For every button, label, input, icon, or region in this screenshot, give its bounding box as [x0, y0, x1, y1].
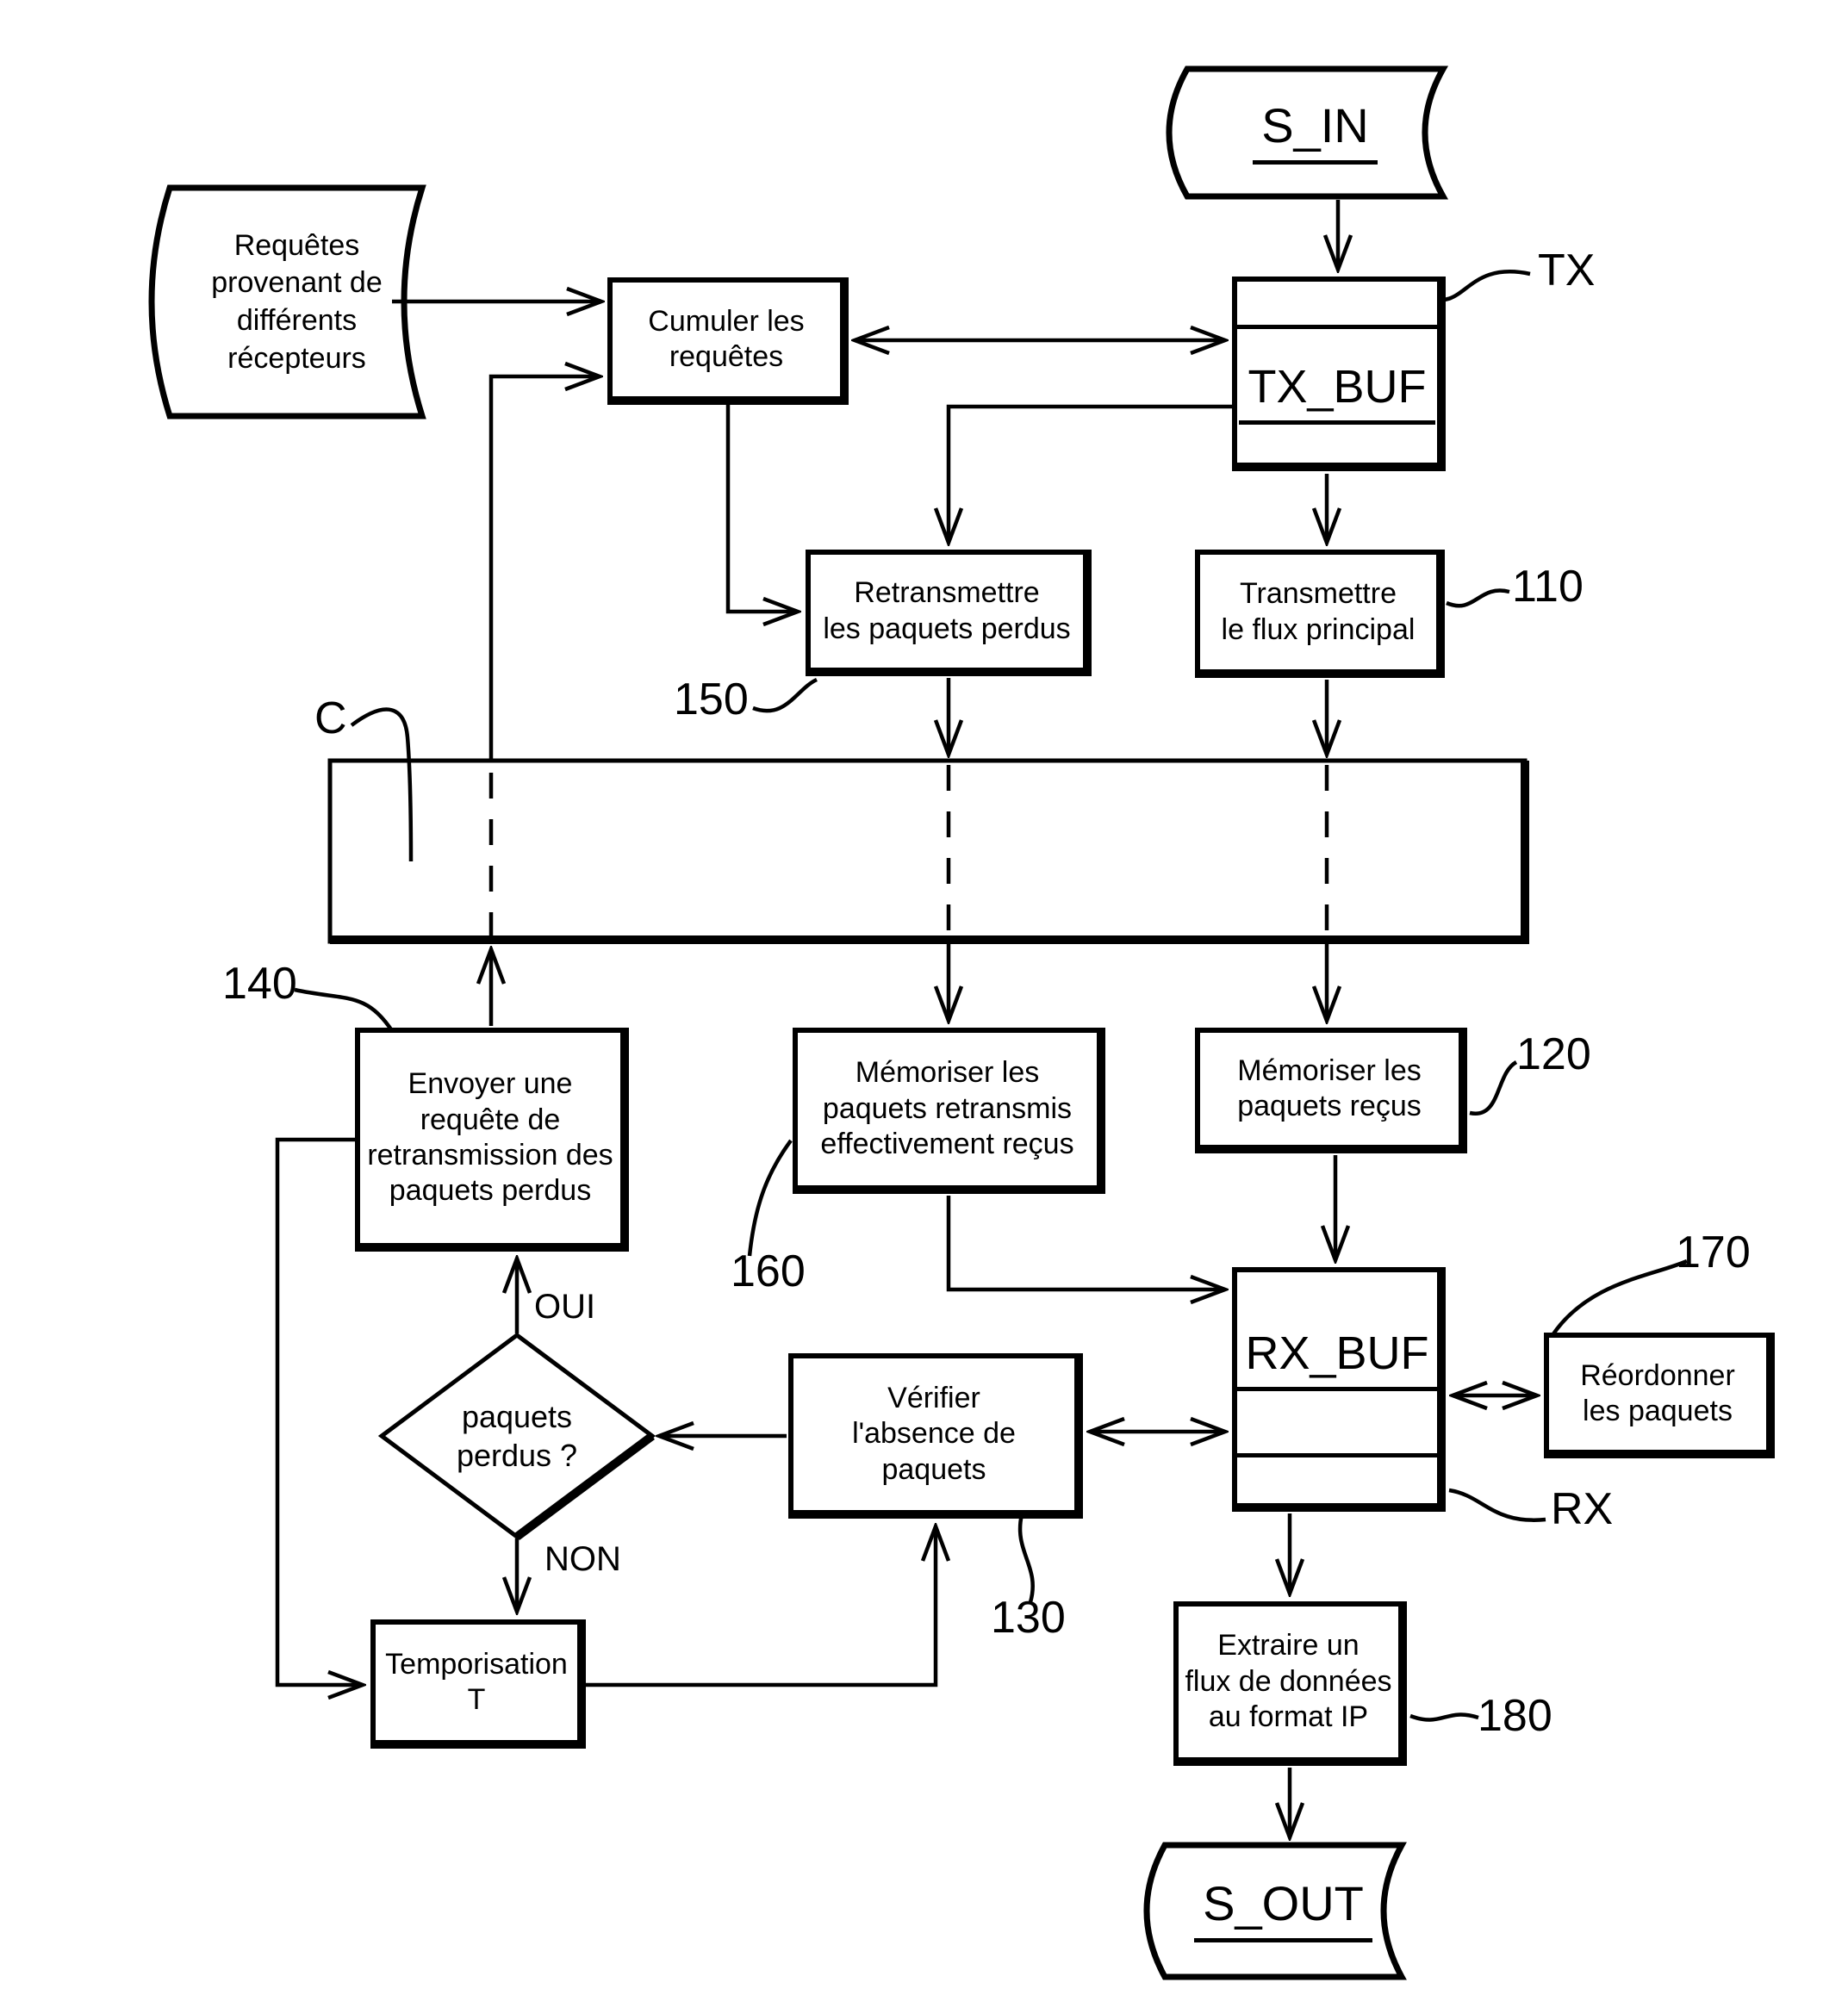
edge-envoyer-to-temporisation [275, 1137, 363, 1685]
ref-label-130: 130 [991, 1593, 1066, 1643]
callout-130 [1017, 1513, 1035, 1603]
ref-label-150: 150 [674, 674, 749, 724]
node-temporisation: Temporisation T [370, 1619, 586, 1749]
tx-buffer-divider [1237, 325, 1437, 329]
node-retransmettre: Retransmettre les paquets perdus [806, 550, 1092, 676]
ref-label-tx: TX [1538, 245, 1596, 295]
callout-110 [1446, 588, 1510, 608]
ref-label-rx: RX [1551, 1484, 1614, 1534]
s-in-label: S_IN [1253, 101, 1378, 165]
rx-buffer-divider [1237, 1453, 1437, 1457]
channel-c-shape [327, 758, 1529, 944]
callout-170 [1551, 1259, 1688, 1337]
tape-s-out-shape [1143, 1842, 1407, 1980]
node-verifier-absence: Vérifier l'absence de paquets [788, 1353, 1083, 1519]
node-decision-paquets-perdus: paquets perdus ? [456, 1399, 578, 1473]
node-tx-buffer: TX_BUF [1232, 277, 1446, 471]
tape-s-in-shape [1166, 65, 1449, 200]
edge-cumuler-to-retransmettre [725, 405, 798, 612]
callout-150 [752, 677, 818, 713]
node-cumuler-requetes: Cumuler les requêtes [607, 277, 849, 405]
node-s-in: S_IN [1187, 72, 1443, 193]
edge-channel-to-cumuler [488, 376, 600, 761]
ref-label-170: 170 [1676, 1227, 1751, 1277]
node-memoriser-recus: Mémoriser les paquets reçus [1195, 1028, 1467, 1153]
ref-label-180: 180 [1478, 1691, 1552, 1741]
node-s-out: S_OUT [1165, 1850, 1402, 1971]
ref-label-c: C [314, 693, 347, 743]
node-transmettre: Transmettre le flux principal [1195, 550, 1445, 678]
node-extraire-flux: Extraire un flux de données au format IP [1173, 1601, 1407, 1766]
branch-non-label: NON [544, 1540, 621, 1578]
edge-temporisation-to-verifier [586, 1526, 936, 1687]
s-out-label: S_OUT [1194, 1879, 1372, 1942]
ref-label-140: 140 [222, 959, 297, 1009]
tape-requests-shape [148, 184, 426, 420]
decision-diamond-shape [377, 1332, 656, 1541]
callout-c [350, 707, 414, 862]
edge-mem-retransmis-to-rxbuf [946, 1196, 1225, 1290]
edge-txbuf-to-retransmettre [949, 404, 1232, 543]
rx-buffer-label: RX_BUF [1236, 1330, 1438, 1391]
ref-label-110: 110 [1512, 562, 1584, 612]
callout-140 [294, 987, 395, 1034]
ref-label-160: 160 [731, 1246, 806, 1296]
callout-180 [1409, 1712, 1479, 1722]
ref-label-120: 120 [1516, 1029, 1591, 1079]
node-rx-buffer: RX_BUF [1232, 1267, 1446, 1512]
branch-oui-label: OUI [534, 1288, 596, 1326]
callout-rx [1448, 1488, 1546, 1522]
node-envoyer-requete: Envoyer une requête de retransmission de… [355, 1028, 629, 1252]
node-requetes-recepteurs: Requêtes provenant de différents récepte… [211, 228, 383, 375]
tx-buffer-label: TX_BUF [1239, 364, 1435, 425]
node-reordonner: Réordonner les paquets [1544, 1333, 1775, 1458]
node-memoriser-retransmis: Mémoriser les paquets retransmis effecti… [793, 1028, 1105, 1194]
callout-160 [747, 1139, 793, 1257]
callout-120 [1469, 1060, 1518, 1116]
